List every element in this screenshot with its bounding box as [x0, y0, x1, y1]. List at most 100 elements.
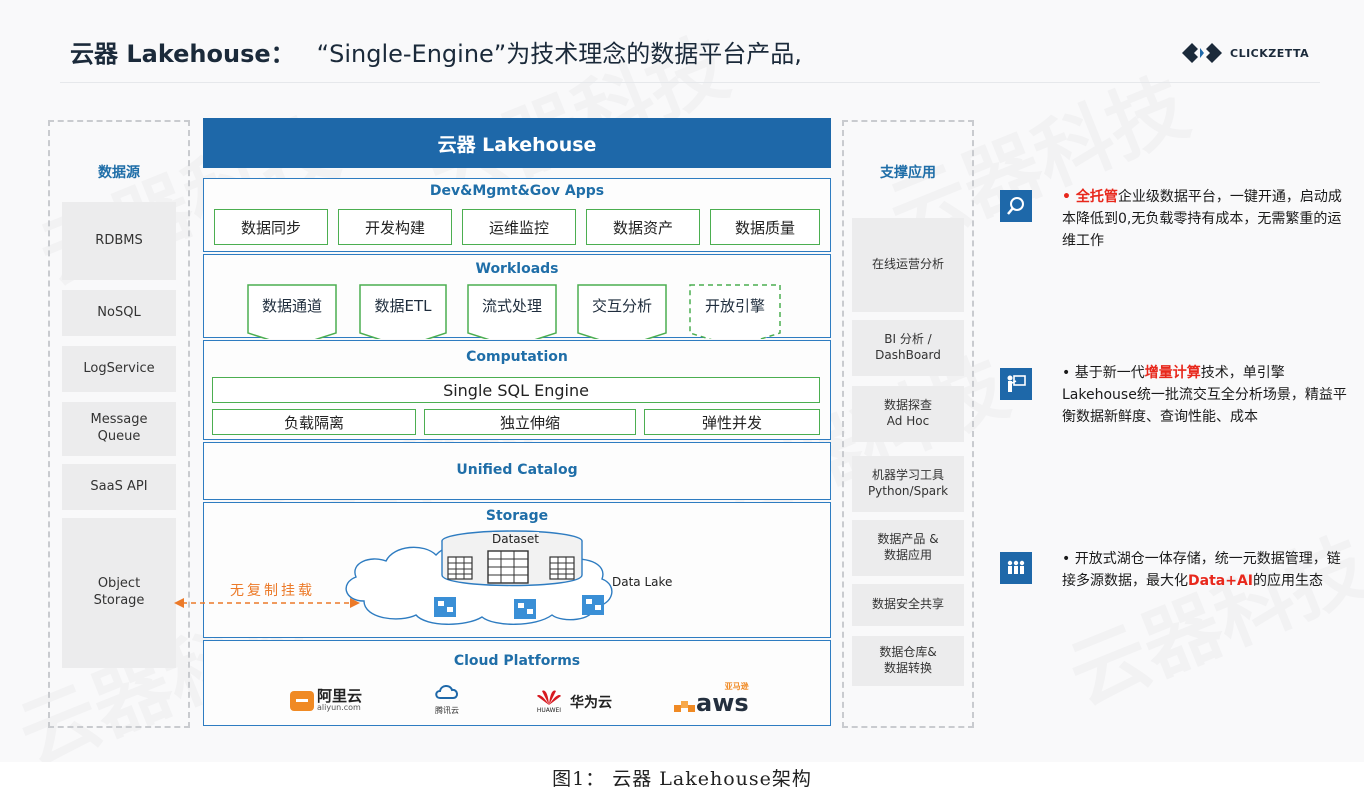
application-column: 支撑应用 在线运营分析 BI 分析 / DashBoard 数据探查 Ad Ho… — [842, 120, 974, 728]
feature-pre: 开放式湖仓一体存储，统一元数据管理，链接多源数据，最大化 — [1062, 551, 1341, 589]
app-support-item: BI 分析 / DashBoard — [852, 320, 964, 376]
mount-arrow — [174, 598, 360, 608]
workload-shape — [359, 284, 447, 339]
computation-layer: Computation Single SQL Engine 负载隔离 独立伸缩 … — [203, 340, 831, 440]
feature-highlight: Data+AI — [1188, 573, 1253, 589]
mount-label: 无复制挂载 — [230, 583, 315, 599]
source-item-nosql: NoSQL — [62, 290, 176, 336]
data-source-title: 数据源 — [98, 165, 140, 181]
storage-layer-title: Storage — [485, 508, 549, 524]
computation-item: 负载隔离 — [212, 409, 416, 435]
app-item: 数据资产 — [586, 209, 700, 245]
app-item: 数据质量 — [710, 209, 820, 245]
cloud-platforms-title: Cloud Platforms — [453, 653, 581, 669]
table-icon — [549, 556, 575, 580]
workloads-layer-title: Workloads — [475, 261, 559, 277]
feature-text: • 全托管企业级数据平台，一键开通，启动成本降低到0,无负载零持有成本，无需繁重… — [1062, 186, 1348, 252]
data-lake-label: Data Lake — [612, 575, 673, 589]
title-divider — [60, 82, 1320, 83]
apps-layer-title: Dev&Mgmt&Gov Apps — [429, 183, 605, 199]
slide: 云器科技 云器科技 云器科技 云器科技 云器科技 云器科技 云器科技 云器 La… — [48, 40, 1350, 728]
workload-shape-open — [689, 284, 781, 339]
arrow-left-icon — [174, 598, 184, 608]
figure-caption: 图1： 云器 Lakehouse架构 — [552, 768, 812, 790]
workload-label: 数据ETL — [374, 297, 432, 315]
feature-highlight: 增量计算 — [1144, 365, 1201, 381]
file-icon — [514, 599, 536, 619]
workload-label: 流式处理 — [481, 297, 542, 315]
feature-text: • 开放式湖仓一体存储，统一元数据管理，链接多源数据，最大化Data+AI的应用… — [1062, 548, 1348, 592]
app-support-item: 在线运营分析 — [852, 218, 964, 312]
huawei-flower-icon — [537, 690, 561, 705]
source-item-logservice: LogService — [62, 346, 176, 392]
feature-bullet: • — [1062, 365, 1075, 381]
apps-layer: Dev&Mgmt&Gov Apps 数据同步 开发构建 运维监控 数据资产 数据… — [203, 178, 831, 252]
single-sql-engine: Single SQL Engine — [212, 377, 820, 403]
source-item-rdbms: RDBMS — [62, 202, 176, 280]
feature-managed: • 全托管企业级数据平台，一键开通，启动成本降低到0,无负载零持有成本，无需繁重… — [1000, 186, 1350, 266]
feature-bullet: • — [1062, 189, 1076, 205]
tencent-logo: 腾讯云 — [432, 683, 462, 716]
app-support-item: 机器学习工具 Python/Spark — [852, 456, 964, 512]
tencent-label: 腾讯云 — [435, 706, 459, 715]
app-item: 数据同步 — [214, 209, 328, 245]
aws-label: aws — [696, 689, 749, 717]
feature-incremental: • 基于新一代增量计算技术，单引擎Lakehouse统一批流交互全分析场景，精益… — [1000, 362, 1350, 462]
lakehouse-header: 云器 Lakehouse — [203, 118, 831, 168]
file-icon — [582, 595, 604, 615]
huawei-logo: HUAWEI 华为云 — [536, 689, 612, 714]
search-icon — [1000, 190, 1032, 222]
aws-top-label: 亚马逊 — [724, 682, 749, 691]
huawei-sub: HUAWEI — [536, 707, 562, 714]
computation-item: 弹性并发 — [644, 409, 820, 435]
arrow-right-icon — [350, 598, 360, 608]
aliyun-icon — [290, 690, 314, 711]
feature-pre: 基于新一代 — [1074, 365, 1145, 381]
workload-label: 数据通道 — [261, 297, 322, 315]
source-item-message-queue: Message Queue — [62, 402, 176, 456]
team-icon — [1000, 552, 1032, 584]
storage-layer: Storage — [203, 502, 831, 638]
presenter-icon — [1000, 368, 1032, 400]
table-icon — [487, 550, 529, 584]
feature-bullet: • — [1062, 551, 1075, 567]
data-lake-diagram — [345, 530, 613, 625]
computation-layer-title: Computation — [466, 349, 568, 365]
app-support-item: 数据产品 & 数据应用 — [852, 520, 964, 576]
source-item-saas-api: SaaS API — [62, 464, 176, 510]
app-item: 运维监控 — [462, 209, 576, 245]
workload-shape — [467, 284, 557, 339]
workload-label: 交互分析 — [591, 297, 652, 315]
cloud-platforms-layer: Cloud Platforms 阿里云 aliyun.com 腾讯云 HUAWE… — [203, 640, 831, 726]
app-item: 开发构建 — [338, 209, 452, 245]
logo-text: CLICKZETTA — [1230, 46, 1310, 60]
catalog-layer: Unified Catalog — [203, 442, 831, 500]
workload-pentagons — [247, 284, 781, 339]
source-item-object-storage: Object Storage — [62, 518, 176, 668]
app-support-item: 数据安全共享 — [852, 584, 964, 626]
workload-shape — [247, 284, 337, 339]
tencent-cloud-icon — [435, 685, 458, 699]
table-icon — [447, 556, 473, 580]
data-source-column: 数据源 RDBMS NoSQL LogService Message Queue… — [48, 120, 190, 728]
feature-highlight: 全托管 — [1075, 189, 1118, 205]
workload-shape — [577, 284, 667, 339]
application-title: 支撑应用 — [880, 165, 936, 181]
computation-item: 独立伸缩 — [424, 409, 636, 435]
file-icon — [434, 597, 456, 617]
clickzetta-logo: CLICKZETTA — [1180, 40, 1309, 66]
aws-logo: 亚马逊 aws — [674, 683, 749, 715]
workloads-layer: Workloads 数据通道 数据ETL 流式处理 交互分析 开放引擎 — [203, 254, 831, 339]
aliyun-sub: aliyun.com — [317, 703, 361, 712]
logo-mark-icon — [1182, 43, 1222, 63]
huawei-label: 华为云 — [570, 694, 612, 711]
feature-body: 企业级数据平台，一键开通，启动成本降低到0,无负载零持有成本，无需繁重的运维工作 — [1062, 189, 1342, 249]
workload-label: 开放引擎 — [704, 297, 765, 315]
feature-open-storage: • 开放式湖仓一体存储，统一元数据管理，链接多源数据，最大化Data+AI的应用… — [1000, 548, 1350, 628]
title-bold: 云器 Lakehouse： — [70, 40, 295, 68]
aliyun-logo: 阿里云 aliyun.com — [290, 689, 362, 712]
dataset-label: Dataset — [492, 532, 539, 546]
app-support-item: 数据仓库& 数据转换 — [852, 636, 964, 686]
aliyun-label: 阿里云 — [317, 687, 363, 705]
app-support-item: 数据探查 Ad Hoc — [852, 386, 964, 442]
